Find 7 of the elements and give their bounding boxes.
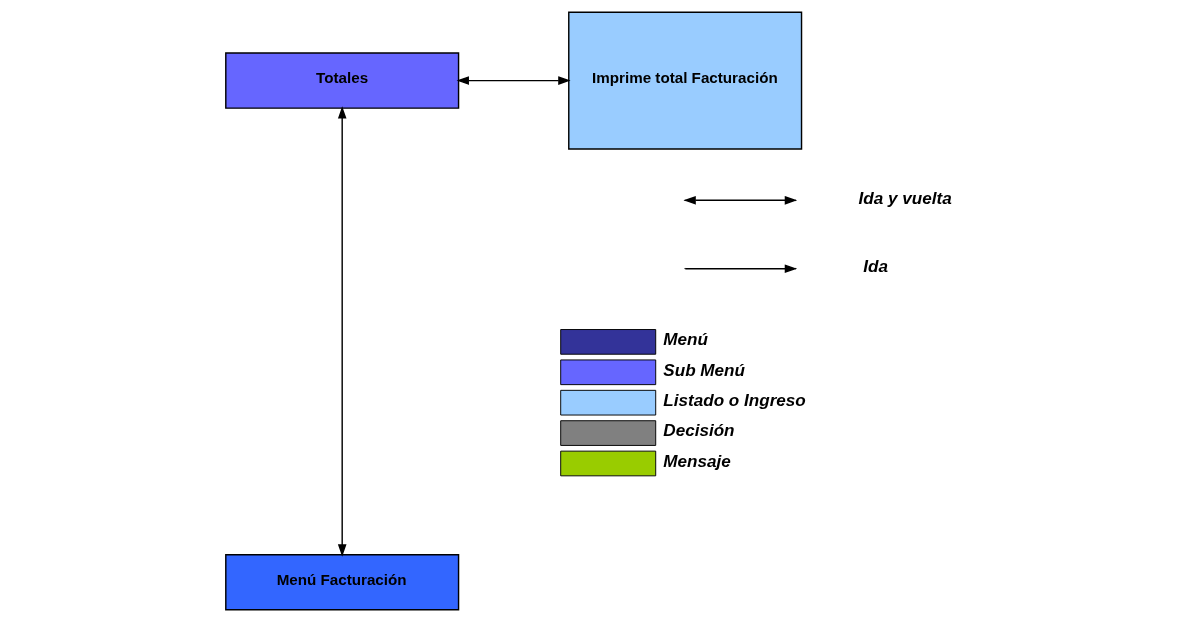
legend-label: Menú: [663, 330, 708, 350]
legend-label: Ida y vuelta: [858, 188, 952, 208]
legend-label: Sub Menú: [663, 360, 745, 380]
legend-label: Mensaje: [663, 451, 731, 471]
legend-label: Listado o Ingreso: [663, 390, 806, 410]
legend-label: Decisión: [663, 421, 735, 441]
legend-label: Ida: [863, 256, 888, 276]
